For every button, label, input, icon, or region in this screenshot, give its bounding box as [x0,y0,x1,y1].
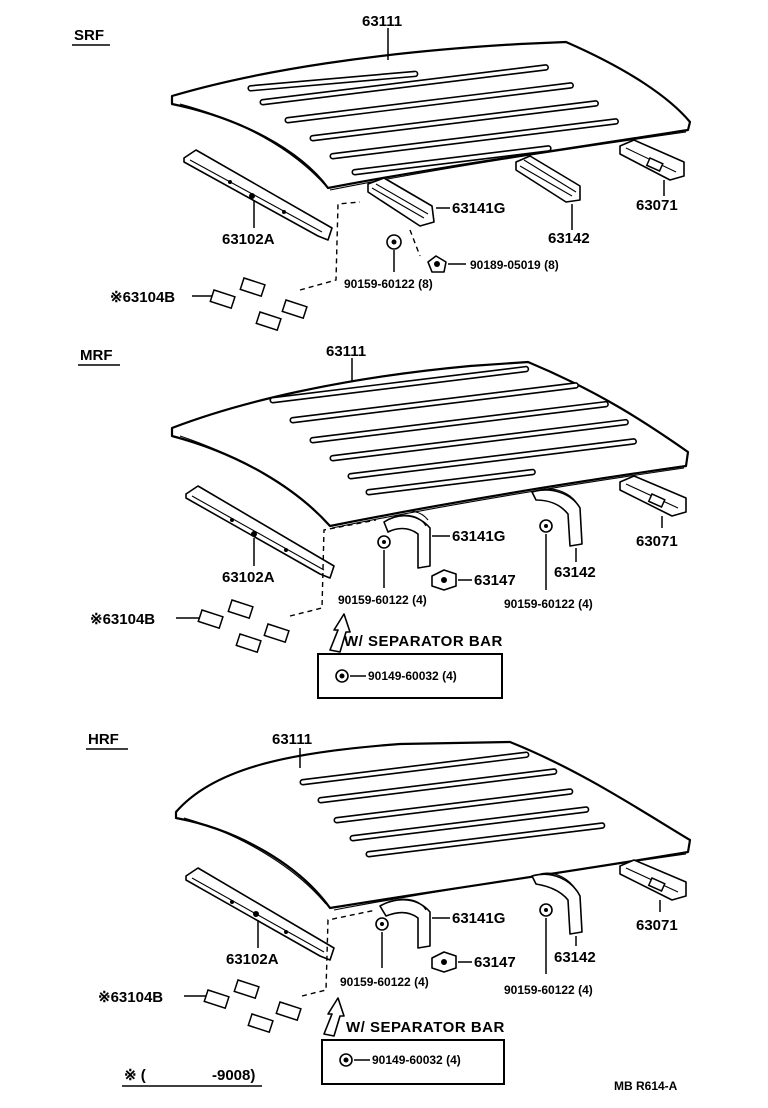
label-spacer: ※63104B [98,989,163,1006]
rear-rail [619,139,685,181]
screw-icon [539,903,553,917]
label-nut: 90189-05019 (8) [470,258,559,272]
side-rail [183,149,333,241]
dashed-guide [299,201,361,291]
dashed-guide [409,229,421,257]
spacer-blocks [203,979,302,1034]
label-side-rail: 63102A [226,951,279,968]
separator-bar-title: W/ SEPARATOR BAR [344,633,503,650]
roof-ribs [269,365,637,496]
bolt-icon [339,1053,353,1067]
label-rear-bow: 63142 [554,564,596,581]
label-rear-bow: 63142 [554,949,596,966]
spacer-blocks [209,277,308,332]
roof-panel [174,740,692,911]
label-rear-rail: 63071 [636,917,678,934]
label-screw-rear: 90159-60122 (4) [504,597,593,611]
side-rail [185,485,335,579]
bracket-icon [431,569,457,591]
separator-bar-title: W/ SEPARATOR BAR [346,1019,505,1036]
bracket-icon [431,951,457,973]
label-rear-rail: 63071 [636,533,678,550]
label-bracket: 63147 [474,572,516,589]
roof-panel [170,360,690,529]
screw-icon [539,519,553,533]
roof-ribs [247,64,619,176]
rear-bow [515,155,581,203]
front-bow [379,898,431,949]
bolt-icon [335,669,349,683]
rear-rail [619,475,687,517]
label-roof: 63111 [272,731,312,748]
label-front-bow: 63141G [452,910,505,927]
rear-bow [531,488,583,547]
label-roof: 63111 [362,13,402,30]
label-spacer: ※63104B [90,611,155,628]
label-rear-rail: 63071 [636,197,678,214]
screw-icon [386,234,402,250]
front-bow [367,177,435,227]
screw-icon [375,917,389,931]
label-roof: 63111 [326,343,366,360]
label-separator-part: 90149-60032 (4) [368,669,457,683]
label-side-rail: 63102A [222,569,275,586]
label-bracket: 63147 [474,954,516,971]
label-screw-front: 90159-60122 (4) [340,975,429,989]
footnote-mark: ※ ( [124,1067,146,1084]
section-code-hrf: HRF [88,731,119,748]
rear-bow [531,872,583,935]
section-srf: SRF 63111 63102A [72,13,692,332]
roof-panel [170,40,692,191]
side-rail [185,867,335,961]
section-code-srf: SRF [74,27,104,44]
screw-icon [377,535,391,549]
label-side-rail: 63102A [222,231,275,248]
label-separator-part: 90149-60032 (4) [372,1053,461,1067]
section-code-mrf: MRF [80,347,113,364]
separator-bar-box [317,653,503,699]
footnote-range: -9008) [212,1067,255,1084]
rear-rail [619,859,687,901]
label-rear-bow: 63142 [548,230,590,247]
spacer-blocks [197,599,290,654]
label-front-bow: 63141G [452,200,505,217]
arrow-up-icon [323,997,345,1037]
section-mrf: MRF 63111 63102A [78,343,690,699]
dashed-guide [301,909,377,997]
label-screw: 90159-60122 (8) [344,277,433,291]
front-bow [383,510,431,569]
label-screw-rear: 90159-60122 (4) [504,983,593,997]
roof-ribs [299,751,606,858]
section-hrf: HRF 63111 63102A [86,731,692,1085]
arrow-up-icon [329,613,351,653]
label-spacer: ※63104B [110,289,175,306]
reference-code: MB R614-A [614,1079,678,1093]
label-front-bow: 63141G [452,528,505,545]
nut-icon [427,255,447,273]
label-screw-front: 90159-60122 (4) [338,593,427,607]
dashed-guide [289,519,377,617]
